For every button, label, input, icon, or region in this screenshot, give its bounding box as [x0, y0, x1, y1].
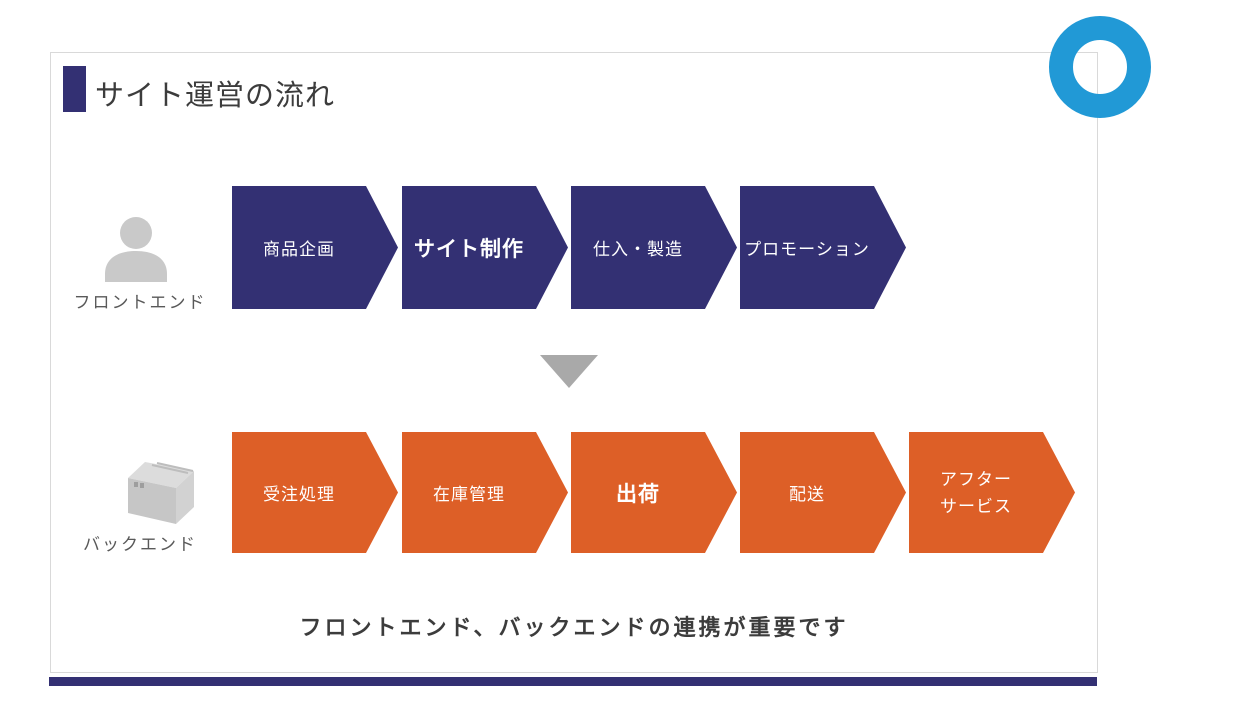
box-icon — [128, 462, 202, 529]
flow-step-label: 配送 — [789, 485, 825, 504]
flow-step-frontend-4: プロモーション — [740, 186, 906, 309]
flow-step-backend-4: 配送 — [740, 432, 906, 553]
flow-step-label: 在庫管理 — [433, 485, 505, 504]
flow-step-frontend-2: サイト制作 — [402, 186, 568, 309]
flow-step-backend-1: 受注処理 — [232, 432, 398, 553]
backend-lane-label: バックエンド — [83, 535, 197, 554]
footer-message: フロントエンド、バックエンドの連携が重要です — [299, 615, 849, 640]
ring-decoration-icon — [1049, 16, 1151, 118]
flow-step-label: 出荷 — [616, 482, 660, 506]
flow-step-label: プロモーション — [744, 240, 870, 259]
person-icon — [104, 216, 168, 288]
title-accent-bar — [63, 66, 86, 112]
flow-step-label: サイト制作 — [414, 237, 524, 261]
flow-step-label: 仕入・製造 — [593, 240, 683, 259]
flow-step-label: 商品企画 — [263, 240, 335, 259]
frontend-lane-label: フロントエンド — [73, 293, 207, 312]
flow-step-label: 受注処理 — [263, 485, 335, 504]
arrow-down-icon — [540, 355, 598, 388]
flow-step-backend-5: アフター サービス — [909, 432, 1075, 553]
flow-step-backend-2: 在庫管理 — [402, 432, 568, 553]
flow-step-backend-3: 出荷 — [571, 432, 737, 553]
page-title: サイト運営の流れ — [95, 80, 336, 112]
flow-step-frontend-1: 商品企画 — [232, 186, 398, 309]
flow-step-label: アフター サービス — [940, 469, 1012, 516]
bottom-accent-bar — [49, 677, 1097, 686]
flow-step-frontend-3: 仕入・製造 — [571, 186, 737, 309]
